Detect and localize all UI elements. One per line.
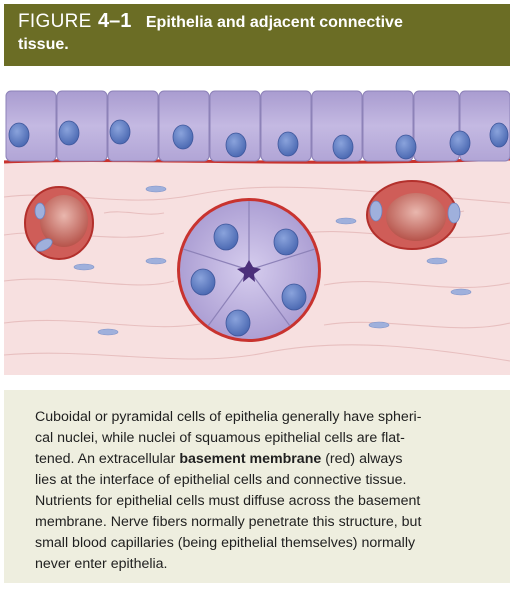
caption-line-4: lies at the interface of epithelial cell…: [35, 472, 407, 488]
figure-heading-line: FIGURE 4–1 Epithelia and adjacent connec…: [18, 10, 500, 34]
figure-number: 4–1: [98, 10, 132, 32]
caption-line-3a: tened. An extracellular: [35, 451, 180, 467]
caption-line-6: membrane. Nerve fibers normally penetrat…: [35, 514, 422, 530]
figure-caption: Cuboidal or pyramidal cells of epithelia…: [4, 390, 510, 583]
epithelial-acinus: [177, 198, 321, 342]
figure-label: FIGURE: [18, 11, 92, 32]
caption-line-8: never enter epithelia.: [35, 556, 168, 572]
figure-header: FIGURE 4–1 Epithelia and adjacent connec…: [4, 4, 510, 66]
epithelial-cell: [413, 90, 460, 162]
figure-title: Epithelia and adjacent connective: [145, 14, 403, 31]
fibroblast-nuclei: [73, 185, 472, 336]
caption-line-3c: (red) always: [321, 451, 403, 467]
epithelia-illustration: [4, 90, 510, 375]
epithelial-cell: [209, 90, 261, 162]
caption-line-2: cal nuclei, while nuclei of squamous epi…: [35, 430, 405, 446]
figure-title-continued: tissue.: [18, 36, 69, 53]
caption-line-5: Nutrients for epithelial cells must diff…: [35, 493, 421, 509]
caption-line-7: small blood capillaries (being epithelia…: [35, 535, 416, 551]
caption-line-3: tened. An extracellular basement membran…: [35, 449, 496, 470]
caption-term-basement-membrane: basement membrane: [179, 451, 322, 467]
epithelial-nuclei: [8, 119, 509, 160]
caption-line-1: Cuboidal or pyramidal cells of epithelia…: [35, 409, 422, 425]
epithelial-cells: [5, 90, 510, 162]
epithelial-cell: [260, 90, 312, 162]
blood-capillary-right: [366, 180, 461, 250]
blood-capillary-left: [24, 186, 94, 260]
